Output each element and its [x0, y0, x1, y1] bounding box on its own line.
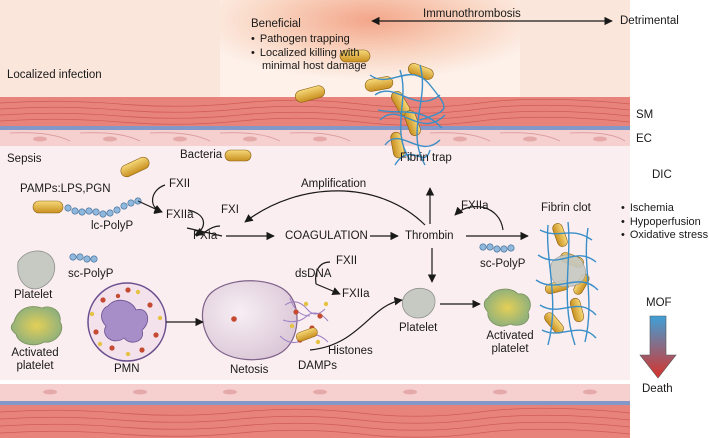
ec-label: EC [636, 133, 652, 145]
activated-platelet-mid-line: platelet [491, 343, 529, 355]
thrombin-label: Thrombin [405, 230, 454, 242]
coagulation-label: COAGULATION [285, 230, 368, 242]
activated-platelet-illustration [10, 306, 63, 346]
platelet-label: Platelet [14, 289, 53, 301]
pmn-label: PMN [114, 363, 140, 375]
fxiia-top-label: FXIIa [166, 209, 194, 221]
detrimental-label: Detrimental [620, 15, 679, 27]
fibrin-clot-label: Fibrin clot [541, 202, 591, 214]
lc-polyp-chain [64, 197, 142, 218]
activated-platelet-mid-label: Activated platelet [480, 330, 540, 356]
beneficial-item: Localized killing with [251, 47, 367, 61]
dic-item: Oxidative stress [621, 229, 708, 243]
fxia-label: FXIa [193, 230, 218, 242]
sc-polyp-left [69, 253, 98, 263]
fxii-top-label: FXII [169, 178, 191, 190]
fxii-mid-label: FXII [336, 255, 358, 267]
bacteria-label: Bacteria [180, 149, 223, 161]
platelet-mid-illustration [401, 287, 436, 319]
lower-vessel-wall [0, 384, 631, 438]
upper-vessel-wall [0, 97, 631, 146]
lumen-bacteria [32, 149, 252, 214]
sc-polyp-right-label: sc-PolyP [480, 258, 526, 270]
fxiia-right-label: FXIIa [461, 200, 489, 212]
cascade-arrows [137, 184, 529, 351]
fibrin-trap-illustration [369, 63, 446, 166]
localized-infection-label: Localized infection [7, 69, 102, 81]
platelet-mid-label: Platelet [399, 322, 438, 334]
sc-polyp-right [479, 243, 515, 253]
fxiia-mid-label: FXIIa [342, 288, 370, 300]
activated-platelet-line: platelet [16, 360, 54, 372]
mof-to-death-arrow [639, 315, 677, 379]
fibrin-trap-label: Fibrin trap [400, 152, 452, 164]
sm-label: SM [636, 109, 654, 121]
pamps-label: PAMPs:LPS,PGN [20, 183, 111, 195]
sepsis-label: Sepsis [7, 153, 42, 165]
platelet-illustration [17, 250, 56, 290]
death-label: Death [642, 383, 673, 395]
histones-label: Histones [328, 345, 373, 357]
fibrin-clot-illustration [535, 221, 599, 346]
beneficial-title: Beneficial [251, 18, 301, 30]
netosis-cell-illustration [201, 280, 329, 361]
beneficial-list: Pathogen trapping Localized killing with… [251, 33, 367, 74]
amplification-label: Amplification [301, 178, 367, 190]
beneficial-item-cont: minimal host damage [262, 60, 367, 72]
mof-label: MOF [646, 297, 672, 309]
fxi-label: FXI [221, 204, 239, 216]
beneficial-item: Pathogen trapping [251, 33, 367, 47]
pmn-neutrophil-illustration [87, 282, 167, 362]
dsdna-label: dsDNA [295, 268, 332, 280]
dic-item: Ischemia [621, 202, 708, 216]
dic-label: DIC [652, 169, 672, 181]
dic-item: Hypoperfusion [621, 216, 708, 230]
activated-platelet-label: Activated platelet [5, 347, 65, 373]
activated-platelet-mid-illustration [483, 288, 531, 327]
sc-polyp-label: sc-PolyP [68, 268, 114, 280]
immunothrombosis-label: Immunothrombosis [423, 8, 521, 20]
damps-label: DAMPs [298, 360, 337, 372]
netosis-label: Netosis [230, 364, 269, 376]
dic-list: Ischemia Hypoperfusion Oxidative stress [621, 202, 708, 243]
activated-platelet-mid-line: Activated [486, 330, 534, 342]
activated-platelet-line: Activated [11, 347, 59, 359]
lc-polyp-label: lc-PolyP [91, 220, 134, 232]
